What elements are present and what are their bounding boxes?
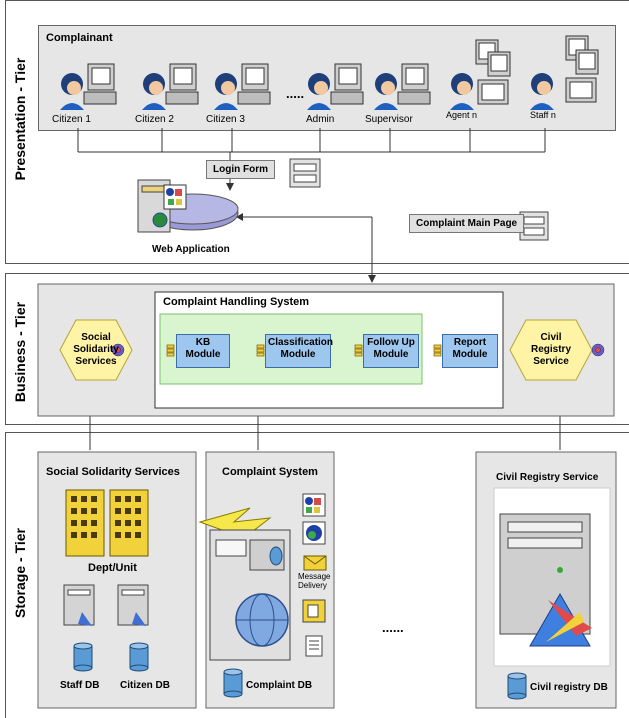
user-label-citizen-2: Citizen 2 — [135, 114, 174, 125]
user-label-staff-n: Staff n — [530, 110, 556, 120]
complaint-server-graphic — [198, 507, 291, 661]
user-label-citizen-1: Citizen 1 — [52, 114, 91, 125]
user-figures — [60, 35, 599, 110]
report-module-label: Report Module — [452, 337, 488, 360]
complaint-main-page-label: Complaint Main Page — [409, 214, 525, 233]
complaint-side-icons — [302, 493, 327, 657]
complaint-handling-system-title: Complaint Handling System — [163, 296, 310, 308]
complaint-system-title: Complaint System — [222, 466, 318, 478]
civil-registry-db-label: Civil registry DB — [530, 682, 608, 693]
login-form-label: Login Form — [206, 160, 275, 179]
web-application-graphic — [137, 179, 239, 233]
follow-up-module-label: Follow Up Module — [367, 337, 415, 360]
message-delivery-label: Message Delivery — [298, 572, 331, 590]
web-application-label: Web Application — [152, 244, 230, 255]
user-label-supervisor: Supervisor — [365, 114, 413, 125]
user-label-agent-n: Agent n — [446, 110, 478, 120]
civil-server-graphic — [493, 487, 611, 667]
classification-module: Classification Module — [265, 334, 334, 368]
dept-unit-label: Dept/Unit — [88, 562, 137, 574]
report-module: Report Module — [442, 334, 498, 368]
users-ellipsis: ..... — [286, 86, 305, 101]
complaint-db-label: Complaint DB — [246, 680, 313, 691]
classification-module-label: Classification Module — [268, 337, 334, 360]
user-label-citizen-3: Citizen 3 — [206, 114, 245, 125]
user-label-admin: Admin — [306, 114, 335, 125]
complainant-title: Complainant — [46, 32, 113, 44]
kb-module: KB Module — [176, 334, 230, 368]
storage-ellipsis: ...... — [382, 620, 404, 635]
follow-up-module: Follow Up Module — [363, 334, 419, 368]
right-service-label: Civil Registry Service — [530, 332, 571, 367]
kb-module-label: KB Module — [185, 337, 221, 360]
left-service-label: Social Solidarity Services — [73, 332, 119, 367]
buildings-graphic — [65, 489, 149, 557]
citizen-db-label: Citizen DB — [120, 680, 170, 691]
small-servers-graphic — [63, 584, 149, 626]
social-solidarity-title: Social Solidarity Services — [46, 466, 180, 478]
staff-db-label: Staff DB — [60, 680, 100, 691]
login-form-icon-graphic — [289, 158, 321, 188]
civil-registry-title: Civil Registry Service — [496, 472, 599, 483]
main-page-icon-graphic — [519, 211, 549, 241]
